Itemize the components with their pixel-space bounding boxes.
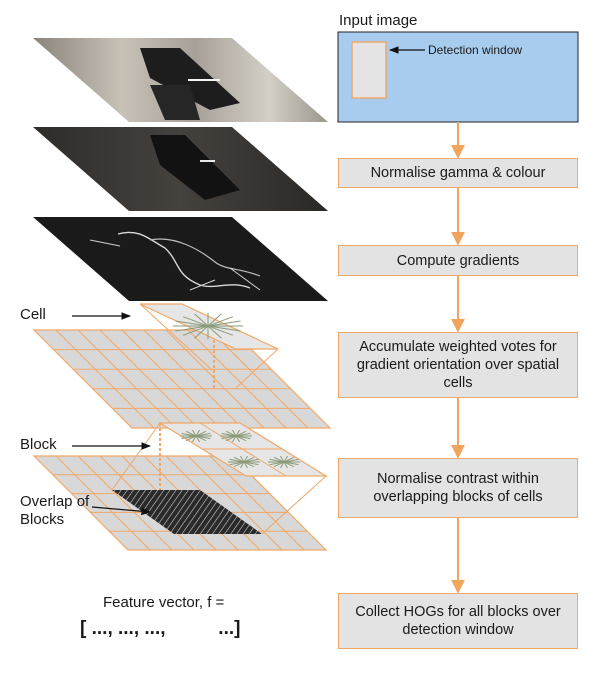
step-compute-gradients: Compute gradients [338, 245, 578, 276]
step-normalise-contrast: Normalise contrast within overlapping bl… [338, 458, 578, 518]
raised-block-histograms [111, 422, 329, 535]
block-label: Block [20, 436, 57, 453]
step-accumulate-votes: Accumulate weighted votes for gradient o… [338, 332, 578, 398]
step-collect-hogs: Collect HOGs for all blocks over detecti… [338, 593, 578, 649]
overlap-leader-arrow [91, 506, 151, 516]
overlap-label: Overlap of Blocks [20, 493, 90, 528]
step-normalise-gamma: Normalise gamma & colour [338, 158, 578, 188]
normalised-photo-layer [33, 127, 328, 211]
feature-vector-value: [ ..., ..., ..., ...] [80, 618, 241, 639]
feature-vector-label: Feature vector, f = [103, 594, 225, 611]
cell-grid-layer [32, 329, 332, 429]
raised-cell-histogram [139, 303, 279, 389]
gradient-image-layer [33, 217, 328, 301]
detection-window-label: Detection window [428, 43, 523, 57]
block-grid-layer [32, 455, 328, 551]
input-photo-layer [33, 38, 328, 122]
input-image-title: Input image [339, 12, 418, 29]
detection-window-rect [351, 41, 387, 99]
cell-label: Cell [20, 306, 46, 323]
